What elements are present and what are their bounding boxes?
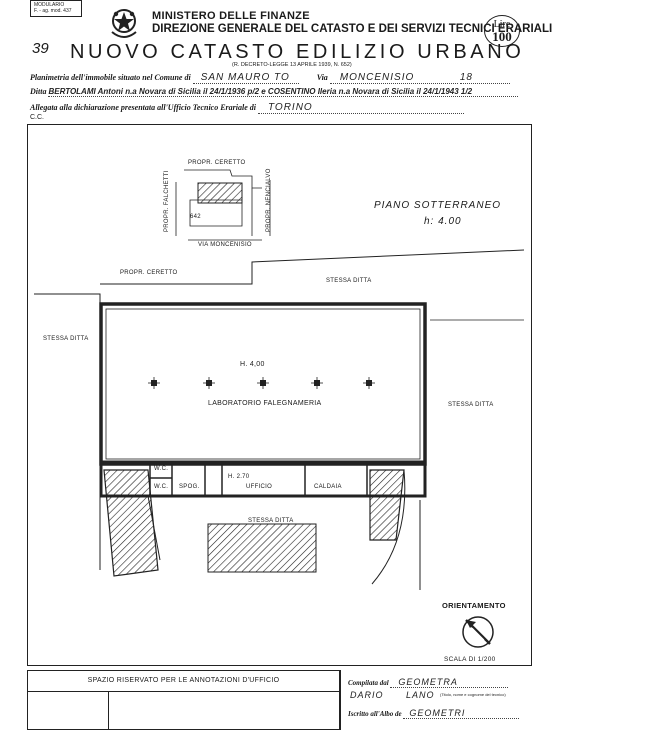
key-via-moncenisio: VIA MONCENISIO — [198, 242, 252, 248]
surname-value: LANO — [406, 690, 435, 700]
floor-label: PIANO SOTTERRANEO — [374, 200, 502, 211]
ufficio-value: TORINO — [258, 102, 464, 114]
stessa-ditta-left: STESSA DITTA — [43, 336, 89, 342]
key-propr-nencialvo: PROPR. NENCIALVO — [266, 168, 272, 232]
form-code-line2: F. - ag. mod. 437 — [34, 8, 72, 14]
stessa-ditta-right: STESSA DITTA — [448, 402, 494, 408]
via-value: MONCENISIO — [329, 72, 458, 84]
planimetria-row: Planimetria dell'immobile situato nel Co… — [30, 72, 510, 84]
key-map-building — [197, 182, 243, 204]
key-propr-falchetti: PROPR. FALCHETTI — [164, 170, 170, 232]
laboratory-outline — [99, 302, 427, 466]
key-propr-ceretto: PROPR. CERETTO — [188, 160, 246, 166]
right-ramp — [369, 469, 405, 541]
planimetria-label: Planimetria dell'immobile situato nel Co… — [30, 73, 191, 82]
room-wc-2: W.C. — [154, 484, 169, 490]
stessa-ditta-block — [207, 523, 317, 573]
compilata-value: GEOMETRA — [390, 677, 509, 688]
room-wc: W.C. — [154, 466, 169, 472]
iscritto-label: Iscritto all'Albo de — [348, 710, 402, 718]
iscritto-row: Iscritto all'Albo de GEOMETRI — [348, 708, 520, 719]
left-ramp — [103, 469, 159, 577]
via-label: Via — [316, 73, 328, 82]
ditta-row: Ditta BERTOLAMI Antoni n.a Novara di Sic… — [30, 87, 519, 97]
stessa-ditta-top: STESSA DITTA — [326, 278, 372, 284]
service-rooms-outline — [99, 460, 427, 498]
form-code-box: MODULARIO F. - ag. mod. 437 — [30, 0, 82, 17]
page-number: 39 — [32, 40, 49, 57]
civico-value: 18 — [459, 72, 510, 84]
north-arrow-icon — [462, 616, 494, 648]
decree-reference: (R. DECRETO-LEGGE 13 APRILE 1939, N. 652… — [232, 62, 352, 68]
small-note: (Titolo, nome e cognome del tecnico) — [440, 692, 506, 697]
allegata-row: Allegata alla dichiarazione presentata a… — [30, 102, 464, 114]
comune-value: SAN MAURO TO — [192, 72, 299, 84]
lire-value: 100 — [492, 29, 512, 44]
room-spog: SPOG. — [179, 484, 200, 490]
scale-label: SCALA DI 1/200 — [444, 656, 496, 663]
cc-label: C.C. — [30, 114, 44, 121]
boundary-top — [100, 249, 525, 285]
height-main: H. 4,00 — [240, 361, 265, 368]
boundary-left — [34, 293, 101, 420]
ministry-name: MINISTERO DELLE FINANZE — [152, 10, 310, 22]
floor-height: h: 4.00 — [424, 216, 462, 227]
room-ufficio: UFFICIO — [246, 484, 273, 490]
document-title: NUOVO CATASTO EDILIZIO URBANO — [70, 41, 525, 63]
albo-value: GEOMETRI — [403, 708, 520, 719]
allegata-label: Allegata alla dichiarazione presentata a… — [30, 103, 256, 112]
key-map — [175, 169, 271, 241]
revenue-stamp: Lire 100 — [484, 15, 520, 47]
ditta-value: BERTOLAMI Antoni n.a Novara di Sicilia i… — [48, 87, 519, 97]
annotations-label: SPAZIO RISERVATO PER LE ANNOTAZIONI D'UF… — [87, 677, 280, 684]
republic-emblem-icon — [111, 9, 137, 38]
compilata-row: Compilata dal GEOMETRA — [348, 677, 509, 688]
form-code-line1: MODULARIO — [34, 2, 65, 8]
direction-name: DIREZIONE GENERALE DEL CATASTO E DEI SER… — [152, 23, 553, 35]
room-laboratorio: LABORATORIO FALEGNAMERIA — [208, 400, 322, 407]
key-parcel-number: 642 — [190, 214, 201, 220]
room-h230: H. 2.70 — [228, 474, 250, 480]
stessa-ditta-bottom: STESSA DITTA — [248, 518, 294, 524]
compilata-label: Compilata dal — [348, 679, 389, 687]
name-value: DARIO — [350, 690, 384, 700]
ditta-label: Ditta — [30, 87, 47, 96]
orientamento-label: ORIENTAMENTO — [442, 601, 506, 610]
footer-separator — [340, 670, 341, 730]
lire-label: Lire — [493, 19, 511, 30]
propr-ceretto-label: PROPR. CERETTO — [120, 270, 178, 276]
annotations-box: SPAZIO RISERVATO PER LE ANNOTAZIONI D'UF… — [27, 670, 340, 730]
plan-frame — [27, 124, 532, 666]
room-caldaia: CALDAIA — [314, 484, 342, 490]
